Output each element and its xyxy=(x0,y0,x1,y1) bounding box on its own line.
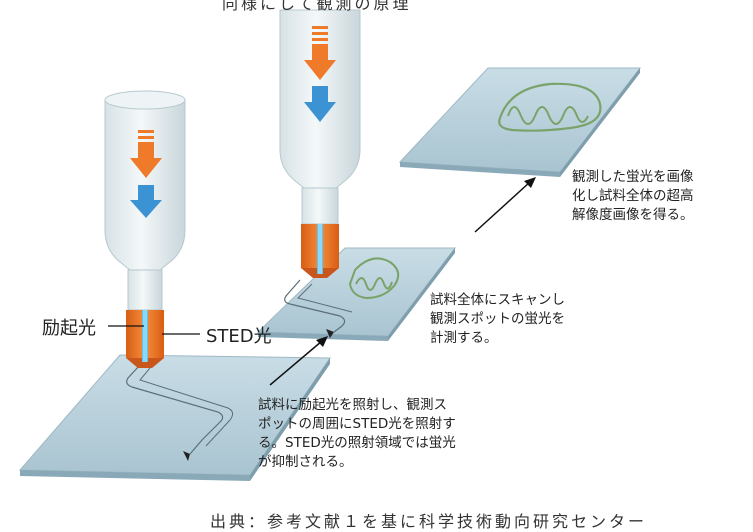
step-arrow-2 xyxy=(474,177,536,233)
excitation-arrow-icon-2 xyxy=(304,44,336,80)
scan-arrow-1 xyxy=(183,451,190,461)
sted-light-label: STED光 xyxy=(206,326,272,347)
sted-arrow-icon-2 xyxy=(304,86,336,122)
objective-lens-1 xyxy=(104,90,186,311)
diagram-canvas xyxy=(18,9,642,481)
scan-path-2 xyxy=(284,279,346,333)
scan-path-1 xyxy=(126,364,224,455)
sample-slide-3 xyxy=(398,67,642,177)
top-title-partial: 同様にして観測の原理 xyxy=(222,0,412,13)
sted-arrow-icon xyxy=(130,185,162,218)
source-caption-partial: 出典：参考文献１を基に科学技術動向研究センター xyxy=(210,512,648,531)
objective-lens-2 xyxy=(279,9,361,225)
sample-slide-1 xyxy=(18,354,331,481)
mitochondria-image xyxy=(498,82,602,132)
step3-description: 観測した蛍光を画像 化し試料全体の超高 解像度画像を得る。 xyxy=(572,169,694,223)
scan-arrow-2 xyxy=(326,329,334,338)
beam-1 xyxy=(126,310,164,368)
step-arrow-1 xyxy=(269,336,328,386)
excitation-arrow-icon xyxy=(130,142,162,178)
step2-description: 試料全体にスキャンし 観測スポットの蛍光を 計測する。 xyxy=(430,292,565,346)
sted-principle-diagram: 同様にして観測の原理 励起光 STED光 試料に励起光を照射し、観測ス ポットの… xyxy=(18,0,694,531)
beam-2 xyxy=(301,224,339,278)
excitation-light-label: 励起光 xyxy=(42,318,96,339)
partial-sample-image xyxy=(348,257,400,300)
step1-description: 試料に励起光を照射し、観測ス ポットの周囲にSTED光を照射す る。STED光の… xyxy=(258,397,456,470)
sample-slide-2 xyxy=(256,247,457,341)
